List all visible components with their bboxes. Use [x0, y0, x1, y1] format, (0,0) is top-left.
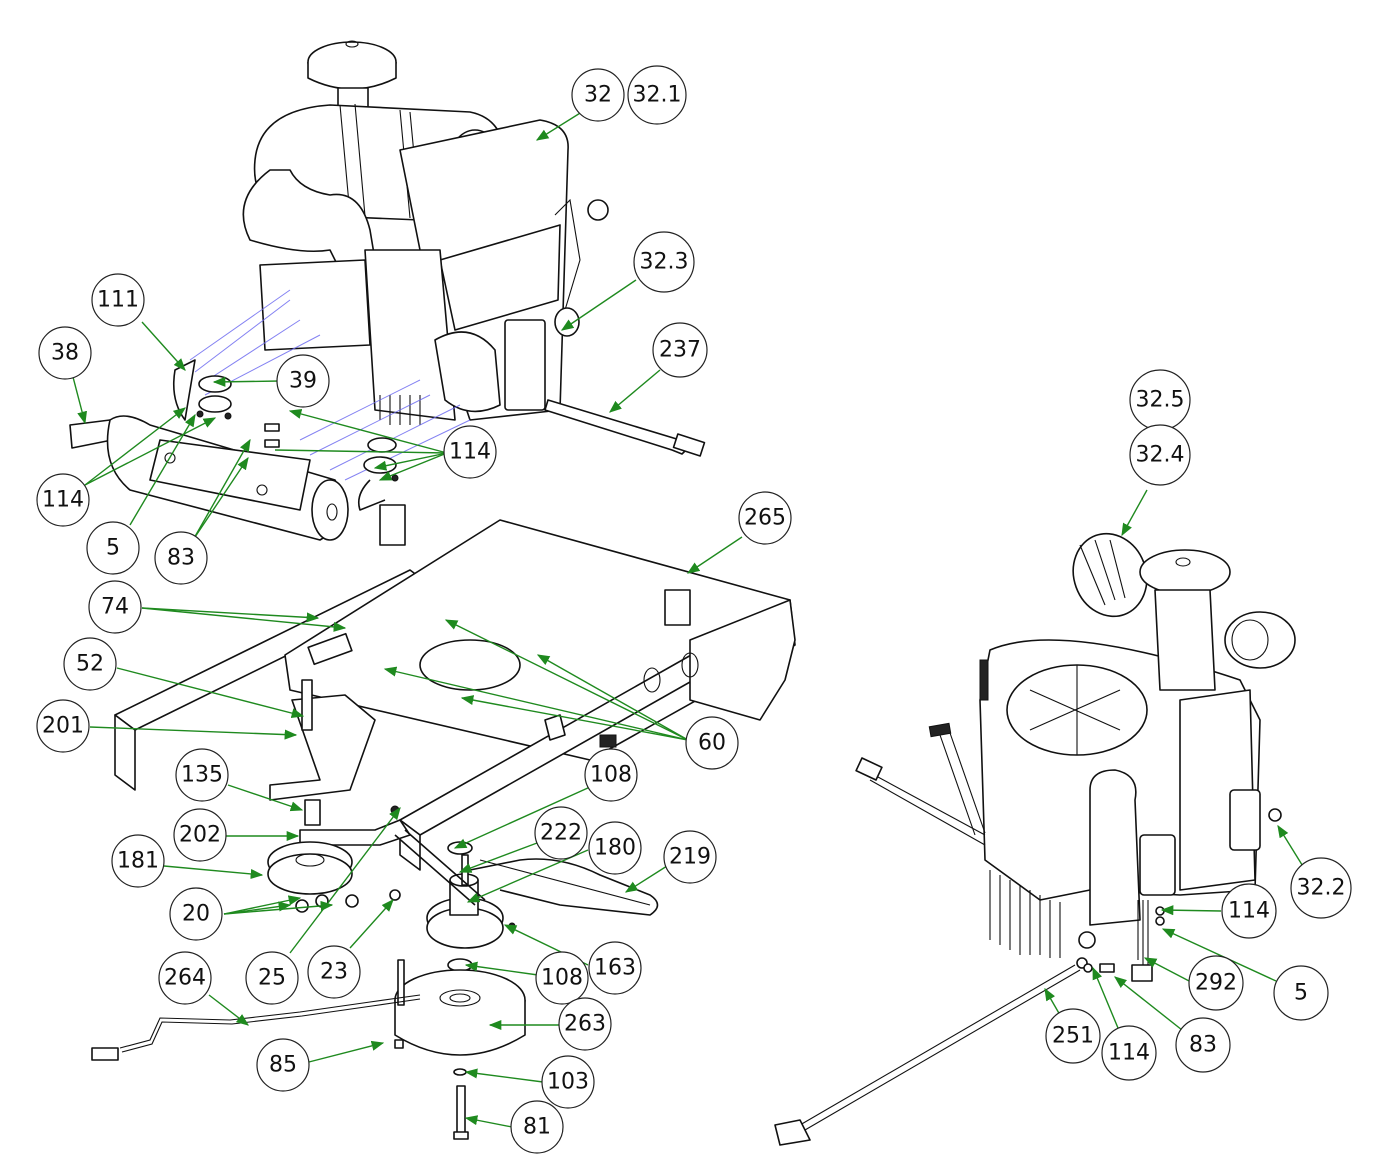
callout-5-left[interactable]: 5	[86, 521, 140, 575]
callout-265[interactable]: 265	[738, 491, 792, 545]
callout-label: 60	[698, 731, 726, 756]
callout-108-bottom[interactable]: 108	[535, 951, 589, 1005]
callout-32-3[interactable]: 32.3	[633, 231, 695, 293]
callout-83-left[interactable]: 83	[154, 531, 208, 585]
callout-114-bottom-right[interactable]: 114	[1101, 1025, 1157, 1081]
callout-114-right[interactable]: 114	[1221, 883, 1277, 939]
callout-108-top[interactable]: 108	[584, 748, 638, 802]
callout-label: 81	[523, 1115, 551, 1140]
callout-label: 74	[101, 595, 129, 620]
callout-202[interactable]: 202	[173, 808, 227, 862]
callout-180[interactable]: 180	[588, 821, 642, 875]
callout-label: 32	[584, 83, 612, 108]
callout-label: 32.1	[633, 83, 682, 108]
callout-label: 32.4	[1136, 443, 1185, 468]
callout-label: 114	[1108, 1041, 1150, 1066]
callout-135[interactable]: 135	[175, 748, 229, 802]
callout-5-right[interactable]: 5	[1273, 965, 1329, 1021]
callout-bubbles: 32 32.1 32.3 237 111 38 39 114 114 5 83 …	[36, 65, 1352, 1154]
callout-32[interactable]: 32	[571, 68, 625, 122]
engine-deck-frame-drawing	[114, 504, 796, 871]
callout-label: 85	[269, 1053, 297, 1078]
callout-label: 38	[51, 341, 79, 366]
callout-114-left[interactable]: 114	[36, 473, 90, 527]
callout-label: 263	[564, 1012, 606, 1037]
callout-label: 181	[117, 849, 159, 874]
callout-52[interactable]: 52	[63, 637, 117, 691]
muffler-drawing	[69, 359, 399, 541]
callout-label: 5	[1294, 981, 1308, 1006]
callout-292[interactable]: 292	[1188, 955, 1244, 1011]
callout-label: 32.5	[1136, 388, 1185, 413]
callout-label: 264	[164, 966, 206, 991]
engine-left-drawing	[242, 40, 706, 457]
callout-81[interactable]: 81	[510, 1100, 564, 1154]
callout-111[interactable]: 111	[91, 273, 145, 327]
callout-label: 135	[181, 763, 223, 788]
callout-label: 111	[97, 288, 139, 313]
callout-83-right[interactable]: 83	[1175, 1017, 1231, 1073]
callout-label: 25	[258, 966, 286, 991]
callout-39[interactable]: 39	[276, 354, 330, 408]
callout-263[interactable]: 263	[558, 997, 612, 1051]
callout-23[interactable]: 23	[307, 945, 361, 999]
callout-label: 222	[540, 821, 582, 846]
callout-label: 103	[547, 1070, 589, 1095]
explode-lines-upper	[189, 289, 471, 481]
callout-label: 251	[1052, 1024, 1094, 1049]
callout-237[interactable]: 237	[652, 322, 708, 378]
callout-label: 292	[1195, 971, 1237, 996]
callout-label: 108	[541, 966, 583, 991]
callout-label: 20	[182, 902, 210, 927]
callout-32-1[interactable]: 32.1	[627, 65, 687, 125]
callout-label: 23	[320, 960, 348, 985]
callout-251[interactable]: 251	[1045, 1008, 1101, 1064]
callout-label: 5	[106, 536, 120, 561]
callout-label: 163	[594, 956, 636, 981]
callout-25[interactable]: 25	[245, 951, 299, 1005]
callout-114-center[interactable]: 114	[443, 425, 497, 479]
callout-label: 114	[449, 440, 491, 465]
callout-60[interactable]: 60	[685, 716, 739, 770]
callout-label: 83	[1189, 1033, 1217, 1058]
leader-lines	[72, 109, 1305, 1128]
callout-label: 39	[289, 369, 317, 394]
callout-label: 83	[167, 546, 195, 571]
callout-103[interactable]: 103	[541, 1055, 595, 1109]
callout-219[interactable]: 219	[663, 830, 717, 884]
callout-label: 265	[744, 506, 786, 531]
callout-32-4[interactable]: 32.4	[1129, 424, 1191, 486]
callout-181[interactable]: 181	[111, 834, 165, 888]
callout-38[interactable]: 38	[38, 326, 92, 380]
callout-label: 52	[76, 652, 104, 677]
callout-label: 32.2	[1297, 876, 1346, 901]
callout-74[interactable]: 74	[88, 580, 142, 634]
callout-label: 114	[1228, 899, 1270, 924]
callout-label: 108	[590, 763, 632, 788]
callout-32-2[interactable]: 32.2	[1290, 857, 1352, 919]
callout-201[interactable]: 201	[36, 699, 90, 753]
callout-label: 219	[669, 845, 711, 870]
callout-20[interactable]: 20	[169, 887, 223, 941]
callout-264[interactable]: 264	[158, 951, 212, 1005]
callout-85[interactable]: 85	[256, 1038, 310, 1092]
callout-label: 202	[179, 823, 221, 848]
callout-label: 180	[594, 836, 636, 861]
engine-right-drawing	[774, 532, 1296, 1146]
callout-222[interactable]: 222	[534, 806, 588, 860]
callout-label: 237	[659, 338, 701, 363]
callout-label: 201	[42, 714, 84, 739]
callout-label: 32.3	[640, 250, 689, 275]
callout-163[interactable]: 163	[588, 941, 642, 995]
callout-32-5[interactable]: 32.5	[1129, 369, 1191, 431]
pto-clutch-drawing	[91, 959, 526, 1140]
callout-label: 114	[42, 488, 84, 513]
